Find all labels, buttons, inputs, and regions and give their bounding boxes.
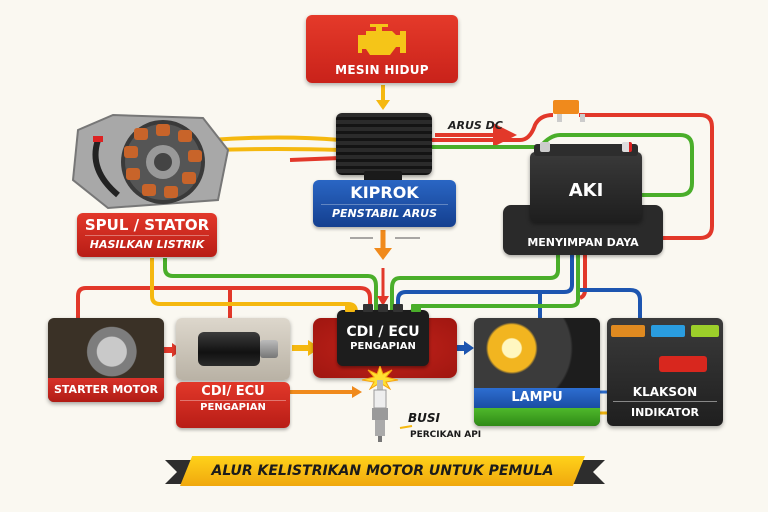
starter-label: STARTER MOTOR <box>48 378 164 402</box>
cdi-ecu-node: CDI / ECU PENGAPIAN <box>337 304 429 366</box>
battery-image: AKI <box>530 142 642 222</box>
cdi-secondary-title: CDI/ ECU <box>201 384 265 399</box>
kiprok-subtitle: PENSTABIL ARUS <box>321 204 448 220</box>
lampu-node: LAMPU <box>474 318 600 426</box>
wire-green-aki-cdi-2 <box>410 255 580 315</box>
busi-title: BUSI <box>408 411 440 425</box>
busi-subtitle: PERCIKAN API <box>410 430 482 440</box>
wire-yellow-stator-cdi <box>150 258 358 313</box>
cdi-secondary-label: CDI/ ECU PENGAPIAN <box>176 382 290 428</box>
stator-title: SPUL / STATOR <box>84 216 210 234</box>
indikator-label: INDIKATOR <box>630 406 700 419</box>
wire-blue-klakson <box>580 288 642 318</box>
engine-check-icon <box>358 24 406 55</box>
fuse-icon <box>553 100 585 122</box>
kiprok-label: KIPROK PENSTABIL ARUS <box>313 180 456 227</box>
aki-subtitle: MENYIMPAN DAYA <box>527 236 639 249</box>
klakson-label: KLAKSON <box>613 382 717 402</box>
stator-image <box>71 113 230 210</box>
starter-motor-photo <box>176 318 290 380</box>
wire-kiprok-aki-green <box>432 133 694 197</box>
klakson-indikator-node: KLAKSON INDIKATOR <box>607 318 723 426</box>
lampu-label: LAMPU <box>474 388 600 408</box>
wire-stator-kiprok-red <box>289 156 341 162</box>
cdi-main-subtitle: PENGAPIAN <box>350 341 416 352</box>
wire-blue-aki-lampu <box>396 255 574 312</box>
starter-motor-node: STARTER MOTOR <box>48 318 164 402</box>
cdi-secondary-subtitle: PENGAPIAN <box>180 400 286 413</box>
wire-fuse-aki-red <box>579 113 714 240</box>
stator-label: SPUL / STATOR HASILKAN LISTRIK <box>77 213 217 257</box>
wire-red-bus <box>76 286 372 318</box>
wire-kiprok-fuse-red <box>432 113 554 142</box>
kiprok-regulator-image <box>336 113 432 185</box>
diagram-title-banner: ALUR KELISTRIKAN MOTOR UNTUK PEMULA <box>180 456 585 486</box>
stator-subtitle: HASILKAN LISTRIK <box>85 235 209 251</box>
cdi-main-title: CDI / ECU <box>346 324 420 340</box>
wire-green-aki-cdi <box>390 255 560 312</box>
kiprok-title: KIPROK <box>350 183 419 202</box>
wire-stator-kiprok-yellow <box>209 135 341 142</box>
aki-title: AKI <box>568 180 604 201</box>
spark-plug-icon <box>372 380 388 442</box>
wire-green-stator-cdi <box>163 258 378 312</box>
engine-running-node: MESIN HIDUP <box>306 15 458 83</box>
arus-dc-label: ARUS DC <box>448 119 503 132</box>
engine-label: MESIN HIDUP <box>335 63 429 77</box>
